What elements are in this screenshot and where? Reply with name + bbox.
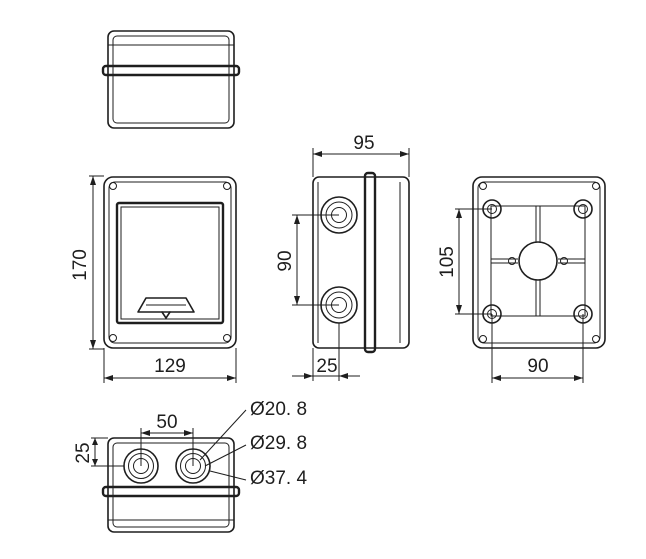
dim-side-holes: 90 xyxy=(275,214,339,306)
dim-back-height: 105 xyxy=(437,208,492,315)
dim-label-50: 50 xyxy=(156,412,177,433)
dim-side-offset: 25 xyxy=(292,323,360,381)
dim-side-depth: 95 xyxy=(312,133,410,177)
dim-label-90-side: 90 xyxy=(275,250,296,271)
dim-label-105: 105 xyxy=(437,246,458,278)
callout-d37-4: Ø37. 4 xyxy=(250,468,307,489)
bottom-view xyxy=(101,437,241,533)
dim-label-25-side: 25 xyxy=(316,356,337,377)
diameter-callouts: Ø20. 8 Ø29. 8 Ø37. 4 xyxy=(199,399,307,489)
dim-front-width: 129 xyxy=(103,348,237,383)
callout-d20-8: Ø20. 8 xyxy=(250,399,307,420)
front-view xyxy=(103,176,237,349)
dim-bottom-spacing: 50 xyxy=(140,412,194,466)
callout-d29-8: Ø29. 8 xyxy=(250,433,307,454)
dim-label-95: 95 xyxy=(353,133,374,154)
dim-back-width: 90 xyxy=(491,314,584,383)
dim-label-90-back: 90 xyxy=(527,356,548,377)
dim-label-129: 129 xyxy=(154,356,186,377)
dim-label-170: 170 xyxy=(70,249,91,281)
back-view xyxy=(472,176,606,349)
dim-bottom-offset: 25 xyxy=(73,437,124,467)
top-view xyxy=(101,30,241,129)
dim-label-25-bottom: 25 xyxy=(73,442,94,463)
side-view xyxy=(312,171,410,354)
dim-front-height: 170 xyxy=(70,175,104,350)
